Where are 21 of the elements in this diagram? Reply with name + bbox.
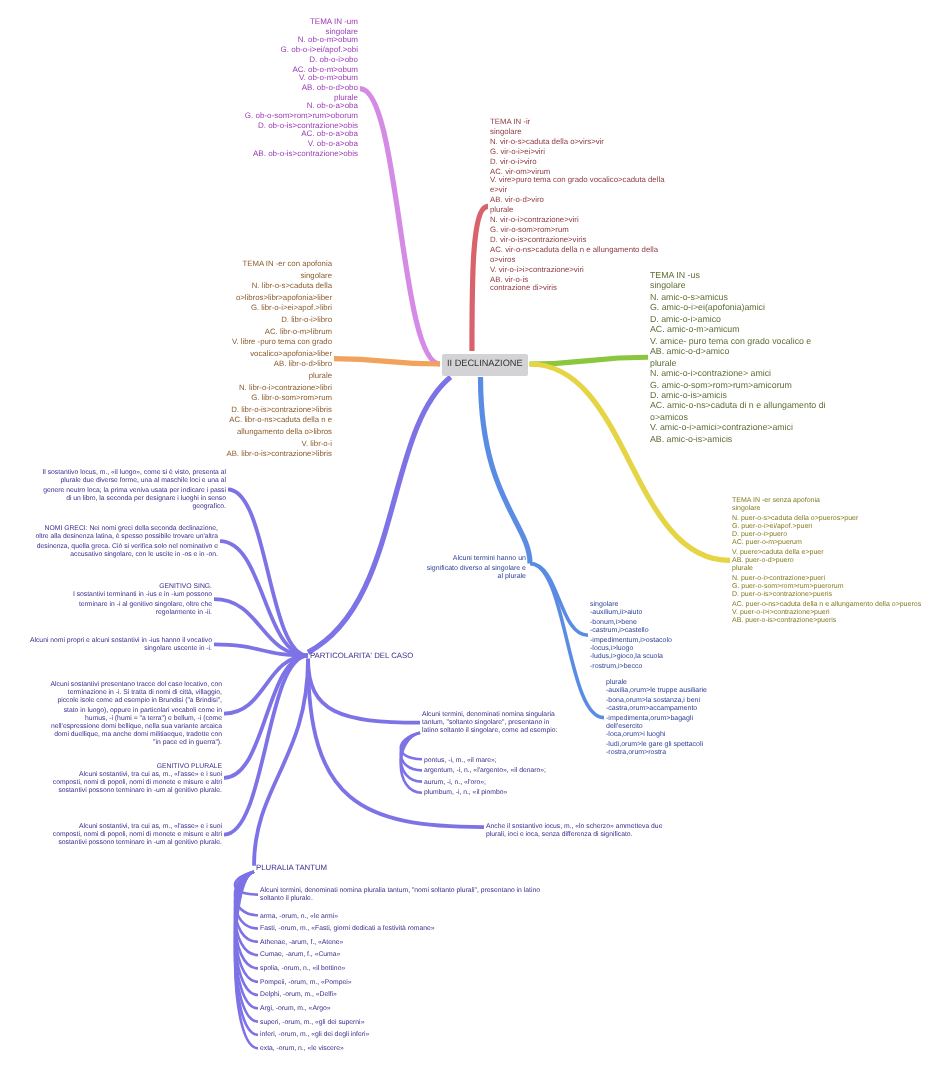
branch-line (306, 375, 453, 655)
branch-line (529, 354, 649, 367)
branch-line (219, 539, 309, 658)
branch-line (252, 658, 310, 866)
branch-line (358, 86, 442, 367)
branch-line (399, 731, 423, 795)
branch-line (529, 561, 605, 720)
branch-line (399, 731, 423, 772)
branch-line (227, 487, 309, 658)
branch-line (213, 597, 309, 658)
branch-line (529, 361, 731, 563)
branch-line (233, 870, 259, 917)
branch-line (469, 203, 489, 351)
branch-line (399, 731, 423, 761)
branch-line (233, 870, 259, 930)
branch-line (399, 731, 423, 783)
branch-line (223, 653, 309, 837)
branch-line (223, 653, 309, 780)
branch-line (233, 870, 259, 896)
branch-line (334, 356, 441, 367)
branch-line (477, 376, 533, 564)
